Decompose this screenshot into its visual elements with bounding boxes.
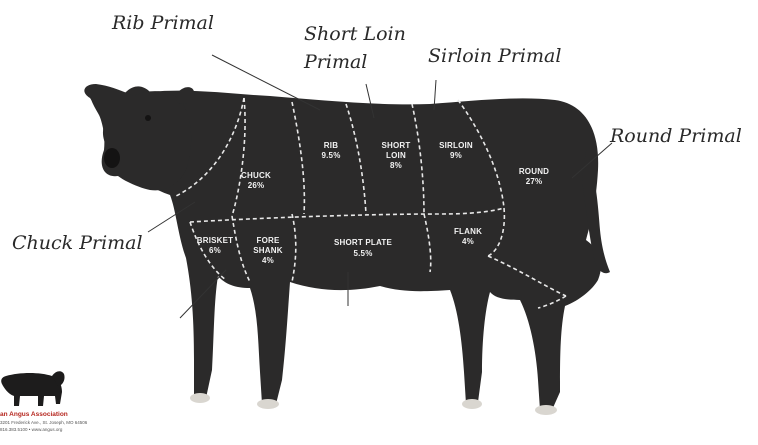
cut-label-flank-pct: 4%: [462, 237, 474, 246]
cut-label-fore-shank-name-2: SHANK: [253, 246, 282, 255]
cut-label-brisket-pct: 6%: [209, 246, 221, 255]
callout-rib-primal: Rib Primal: [112, 12, 214, 34]
callout-round-primal: Round Primal: [610, 125, 742, 147]
logo-contact: 816.383.5100 • www.angus.org: [0, 427, 62, 432]
cow-silhouette: [84, 84, 610, 410]
cut-label-sirloin-name: SIRLOIN: [439, 141, 473, 150]
callout-chuck-primal: Chuck Primal: [12, 232, 143, 254]
callout-short-loin-line-1: Short Loin: [304, 23, 406, 45]
callout-sirloin-primal: Sirloin Primal: [428, 45, 561, 67]
cut-label-round-pct: 27%: [526, 177, 543, 186]
cut-label-round-name: ROUND: [519, 167, 549, 176]
logo-address: 3201 Frederick Ave., St. Joseph, MO 6450…: [0, 420, 87, 425]
cut-label-rib-pct: 9.5%: [321, 151, 340, 160]
cut-label-short-plate-name: SHORT PLATE: [334, 238, 393, 247]
cut-label-sirloin-pct: 9%: [450, 151, 462, 160]
callout-short-loin-line-2: Primal: [304, 51, 367, 73]
cut-label-chuck-pct: 26%: [248, 181, 265, 190]
cut-label-short-loin-name-1: SHORT: [382, 141, 411, 150]
cut-label-short-plate-pct: 5.5%: [353, 249, 372, 258]
cut-label-brisket-name: BRISKET: [197, 236, 234, 245]
cut-label-fore-shank-name-1: FORE: [256, 236, 279, 245]
cut-label-short-loin-pct: 8%: [390, 161, 402, 170]
hooves: [190, 393, 557, 415]
cut-label-short-loin-name-2: LOIN: [386, 151, 406, 160]
logo-title: an Angus Association: [0, 411, 68, 418]
cut-label-flank-name: FLANK: [454, 227, 482, 236]
cut-label-chuck-name: CHUCK: [241, 171, 271, 180]
cut-label-fore-shank-pct: 4%: [262, 256, 274, 265]
cut-label-rib-name: RIB: [324, 141, 338, 150]
association-logo-cow: [1, 371, 64, 406]
